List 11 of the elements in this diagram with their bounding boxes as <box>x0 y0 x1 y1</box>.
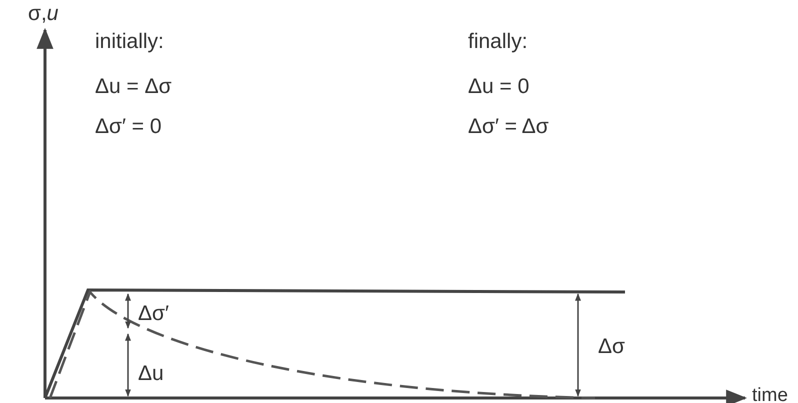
equation: Δσ′ = 0 <box>95 115 162 138</box>
axis-label: time <box>752 386 788 403</box>
annotation-heading: initially: <box>95 30 164 54</box>
axis-label: σ,u <box>28 2 58 26</box>
dimension-label: Δσ <box>598 335 625 358</box>
annotation-heading: finally: <box>468 30 528 54</box>
dimension-label: Δu <box>138 362 164 386</box>
equation: Δu = Δσ <box>95 75 172 98</box>
equation: Δu = 0 <box>468 75 530 98</box>
equation: Δσ′ = Δσ <box>468 115 549 138</box>
dimension-label: Δσ′ <box>138 302 169 326</box>
